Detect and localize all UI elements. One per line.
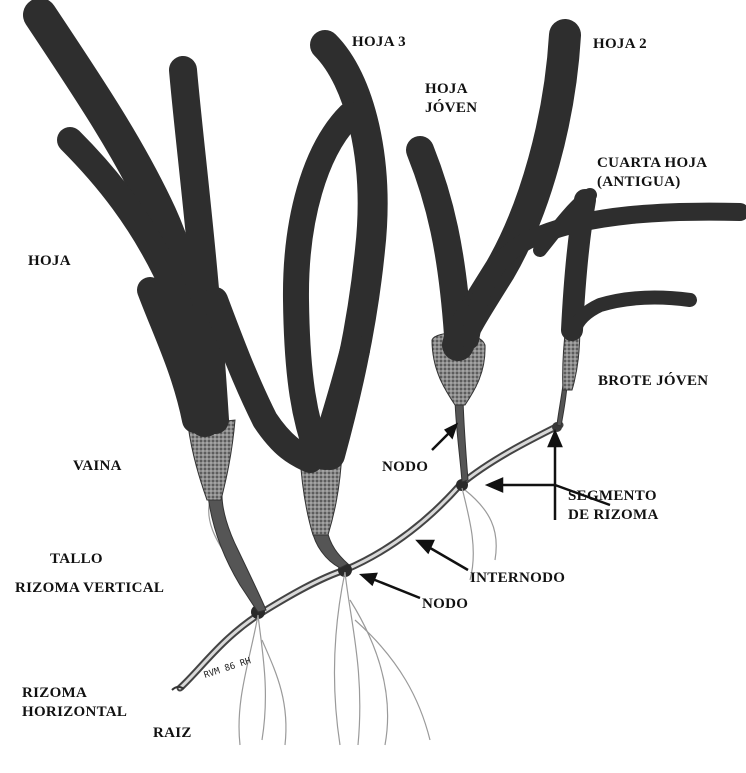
label-nodo-lower: NODO bbox=[422, 596, 468, 612]
label-raiz: RAIZ bbox=[153, 725, 192, 741]
leaves bbox=[40, 15, 740, 460]
label-vaina: VAINA bbox=[73, 458, 122, 474]
label-hoja: HOJA bbox=[28, 253, 71, 269]
label-hoja-joven-line1: HOJA bbox=[425, 81, 468, 97]
label-cuarta-hoja-line1: CUARTA HOJA bbox=[597, 155, 707, 171]
label-segmento-line1: SEGMENTO bbox=[568, 488, 657, 504]
label-rizoma-horizontal-line1: RIZOMA bbox=[22, 685, 87, 701]
label-brote-joven: BROTE JÓVEN bbox=[598, 372, 708, 389]
label-nodo-upper: NODO bbox=[382, 459, 428, 475]
label-tallo: TALLO bbox=[50, 551, 103, 567]
label-hoja-2: HOJA 2 bbox=[593, 36, 647, 52]
label-internodo: INTERNODO bbox=[470, 570, 565, 586]
label-hoja-3: HOJA 3 bbox=[352, 34, 406, 50]
label-hoja-joven-line2: JÓVEN bbox=[425, 99, 477, 116]
label-rizoma-vertical: RIZOMA VERTICAL bbox=[15, 580, 164, 596]
label-rizoma-horizontal-line2: HORIZONTAL bbox=[22, 704, 127, 720]
label-cuarta-hoja-line2: (ANTIGUA) bbox=[597, 174, 681, 190]
label-segmento-line2: DE RIZOMA bbox=[568, 507, 659, 523]
